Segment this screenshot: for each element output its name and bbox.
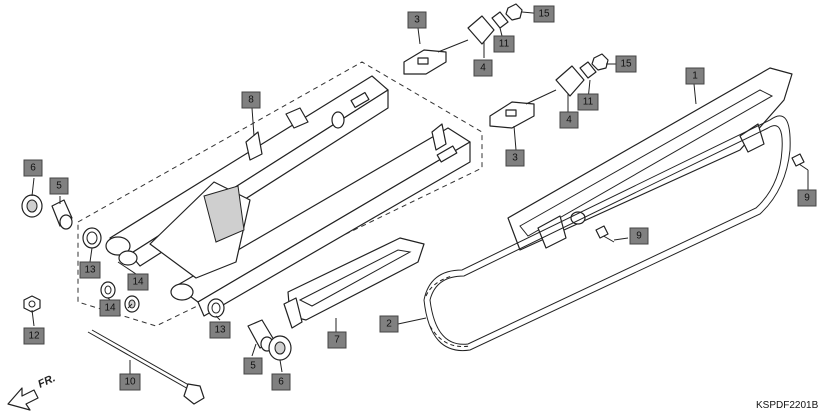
front-arrow-icon (7, 387, 39, 411)
callout-10[interactable]: 10 (119, 373, 141, 391)
chain-adjuster-lower[interactable] (489, 89, 557, 129)
collar-left[interactable] (51, 199, 73, 230)
svg-text:11: 11 (583, 97, 594, 108)
svg-text:7: 7 (334, 335, 340, 346)
svg-text:13: 13 (214, 325, 226, 336)
swingarm-assembly-boundary (77, 61, 483, 327)
callout-11-lower[interactable]: 11 (577, 93, 599, 111)
svg-text:12: 12 (28, 331, 40, 342)
callout-14-lower[interactable]: 14 (99, 299, 121, 317)
adjuster-plate-lower[interactable] (555, 65, 585, 97)
chain-slider[interactable] (283, 237, 425, 329)
bolt-upper[interactable] (791, 153, 809, 171)
callout-12[interactable]: 12 (23, 327, 45, 345)
svg-text:15: 15 (538, 9, 550, 20)
svg-text:11: 11 (499, 39, 510, 50)
adjuster-plate-upper[interactable] (467, 15, 495, 45)
svg-text:10: 10 (124, 377, 136, 388)
svg-text:13: 13 (84, 265, 96, 276)
callout-15-lower[interactable]: 15 (615, 55, 637, 73)
bolt-lower[interactable] (595, 225, 615, 243)
front-direction-indicator: FR. (7, 372, 57, 411)
svg-text:15: 15 (620, 59, 632, 70)
callout-15-upper[interactable]: 15 (533, 5, 555, 23)
svg-text:6: 6 (278, 377, 284, 388)
callouts: 1 2 3 3 4 4 5 (23, 5, 817, 391)
svg-text:5: 5 (56, 181, 62, 192)
svg-text:14: 14 (104, 303, 116, 314)
callout-1[interactable]: 1 (685, 67, 705, 85)
adjuster-cap-upper[interactable] (491, 11, 509, 29)
needle-bearing-upper[interactable] (82, 227, 102, 249)
callout-13-lower[interactable]: 13 (209, 321, 231, 339)
svg-text:1: 1 (692, 71, 698, 82)
svg-text:3: 3 (414, 15, 420, 26)
svg-text:4: 4 (566, 115, 572, 126)
needle-bearing-lower[interactable] (207, 298, 225, 318)
svg-text:14: 14 (132, 277, 144, 288)
pivot-bolt[interactable] (87, 329, 205, 405)
callout-9-right[interactable]: 9 (797, 189, 817, 207)
bearing-seal-upper[interactable] (100, 281, 116, 299)
lock-nut-lower[interactable] (591, 53, 609, 71)
chain-case[interactable] (507, 67, 793, 251)
callout-5-right[interactable]: 5 (243, 357, 263, 375)
callout-4-lower[interactable]: 4 (559, 111, 579, 129)
callout-13-upper[interactable]: 13 (79, 261, 101, 279)
pivot-nut[interactable] (23, 295, 41, 313)
svg-text:9: 9 (804, 193, 810, 204)
svg-text:9: 9 (636, 231, 642, 242)
callout-3-lower[interactable]: 3 (505, 149, 525, 167)
svg-text:6: 6 (30, 163, 36, 174)
callout-6-left[interactable]: 6 (23, 159, 43, 177)
callout-2[interactable]: 2 (379, 315, 399, 333)
callout-5-left[interactable]: 5 (49, 177, 69, 195)
callout-7[interactable]: 7 (327, 331, 347, 349)
callout-8[interactable]: 8 (241, 91, 261, 109)
svg-text:3: 3 (512, 153, 518, 164)
callout-14-upper[interactable]: 14 (127, 273, 149, 291)
svg-text:5: 5 (250, 361, 256, 372)
svg-text:8: 8 (248, 95, 254, 106)
callout-6-right[interactable]: 6 (271, 373, 291, 391)
callout-11-upper[interactable]: 11 (493, 35, 515, 53)
callout-9-middle[interactable]: 9 (629, 227, 649, 245)
dust-seal-right[interactable] (268, 335, 292, 361)
diagram-code: KSPDF2201B (756, 400, 819, 411)
chain-adjuster-upper[interactable] (403, 39, 469, 75)
callout-4-upper[interactable]: 4 (473, 59, 493, 77)
dust-seal-left[interactable] (21, 194, 43, 218)
lock-nut-upper[interactable] (505, 3, 523, 21)
callout-3-upper[interactable]: 3 (407, 11, 427, 29)
drive-chain[interactable] (423, 115, 791, 352)
swingarm[interactable] (105, 75, 471, 317)
svg-text:4: 4 (480, 63, 486, 74)
svg-text:2: 2 (386, 319, 392, 330)
adjuster-cap-lower[interactable] (579, 61, 597, 79)
front-label: FR. (36, 372, 57, 390)
